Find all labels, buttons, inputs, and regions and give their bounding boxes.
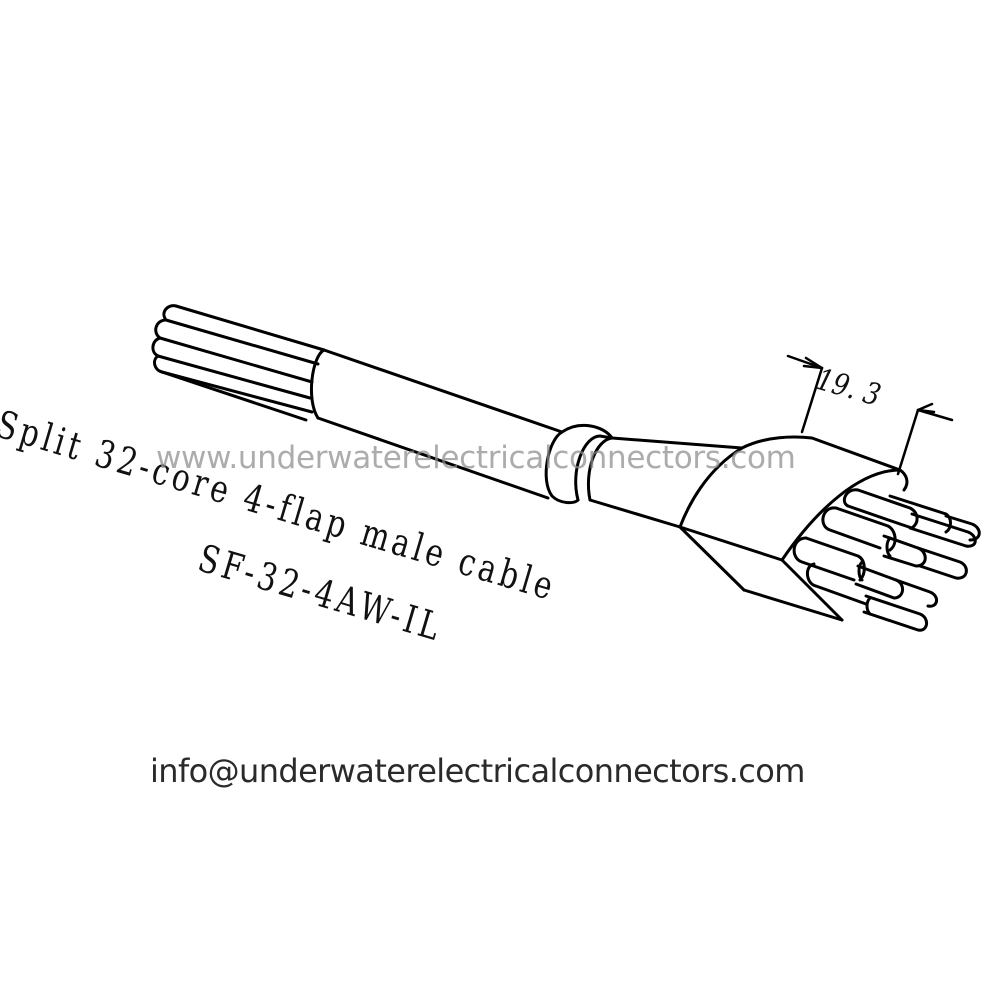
contact-email: info@underwaterelectricalconnectors.com (150, 752, 805, 790)
connector-pins (792, 488, 981, 632)
dimension-arrow-icon (786, 354, 954, 476)
cable-jacket (310, 348, 564, 500)
split-wire-strands (151, 304, 326, 422)
molded-body (588, 435, 909, 622)
watermark-url: www.underwaterelectricalconnectors.com (156, 440, 796, 476)
